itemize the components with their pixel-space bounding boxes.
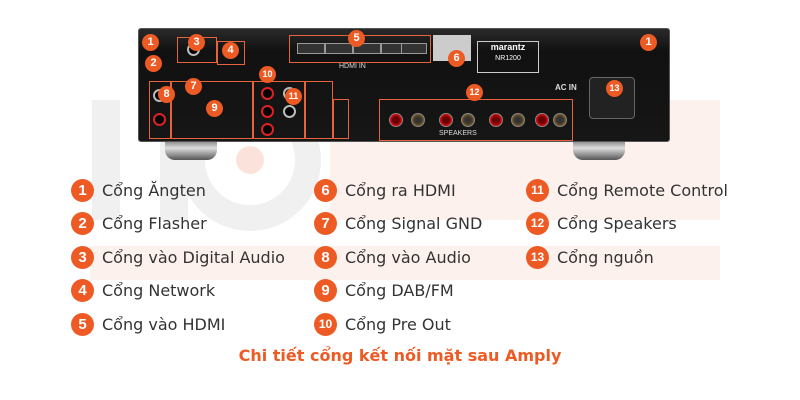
legend-item: 11 Cổng Remote Control bbox=[526, 179, 728, 202]
rca-jack bbox=[153, 113, 166, 126]
marker: 11 bbox=[285, 88, 302, 105]
speaker-post bbox=[535, 113, 549, 127]
speaker-post bbox=[439, 113, 453, 127]
speaker-post bbox=[489, 113, 503, 127]
remote-control-panel bbox=[333, 99, 349, 139]
legend-label: Cổng Ăngten bbox=[102, 181, 206, 200]
legend-label: Cổng Signal GND bbox=[345, 214, 483, 233]
legend-item: 3 Cổng vào Digital Audio bbox=[71, 246, 285, 269]
audio-assignable-panel bbox=[253, 81, 305, 139]
legend-label: Cổng Pre Out bbox=[345, 315, 451, 334]
marker: 10 bbox=[259, 66, 276, 83]
watermark-logo-bar bbox=[92, 100, 120, 220]
speaker-post bbox=[461, 113, 475, 127]
marker: 2 bbox=[145, 55, 162, 72]
legend-label: Cổng nguồn bbox=[557, 248, 654, 267]
legend-number-badge: 10 bbox=[314, 313, 337, 336]
hdmi-in-label: HDMI IN bbox=[339, 63, 366, 70]
legend-number-badge: 2 bbox=[71, 212, 94, 235]
legend-number-badge: 9 bbox=[314, 279, 337, 302]
marker: 9 bbox=[206, 100, 223, 117]
legend-item: 9 Cổng DAB/FM bbox=[314, 279, 454, 302]
legend-item: 13 Cổng nguồn bbox=[526, 246, 654, 269]
legend-item: 7 Cổng Signal GND bbox=[314, 212, 482, 235]
speakers-label: SPEAKERS bbox=[439, 130, 477, 137]
hdmi-port bbox=[297, 43, 325, 54]
legend-label: Cổng Speakers bbox=[557, 214, 677, 233]
speaker-post bbox=[511, 113, 525, 127]
legend-item: 2 Cổng Flasher bbox=[71, 212, 207, 235]
legend-number-badge: 7 bbox=[314, 212, 337, 235]
legend-label: Cổng ra HDMI bbox=[345, 181, 456, 200]
network-panel bbox=[217, 41, 245, 65]
rca-jack bbox=[261, 87, 274, 100]
model-name: NR1200 bbox=[495, 55, 521, 62]
caption: Chi tiết cổng kết nối mặt sau Amply bbox=[238, 346, 562, 365]
speaker-post bbox=[553, 113, 567, 127]
legend-label: Cổng DAB/FM bbox=[345, 281, 454, 300]
legend-item: 4 Cổng Network bbox=[71, 279, 215, 302]
watermark-tagline-band bbox=[90, 246, 720, 280]
rca-jack bbox=[283, 105, 296, 118]
legend-label: Cổng vào Audio bbox=[345, 248, 471, 267]
hdmi-port bbox=[325, 43, 353, 54]
legend-number-badge: 5 bbox=[71, 313, 94, 336]
brand-name: marantz bbox=[490, 42, 526, 52]
watermark-logo-dot bbox=[236, 146, 264, 174]
legend-number-badge: 11 bbox=[526, 179, 549, 202]
pre-out-panel bbox=[305, 81, 333, 139]
speaker-post bbox=[411, 113, 425, 127]
legend-label: Cổng Remote Control bbox=[557, 181, 728, 200]
device-foot bbox=[573, 140, 625, 160]
legend-label: Cổng vào Digital Audio bbox=[102, 248, 285, 267]
legend-item: 10 Cổng Pre Out bbox=[314, 313, 451, 336]
rca-jack bbox=[261, 105, 274, 118]
antenna-panel bbox=[171, 81, 253, 139]
legend-item: 1 Cổng Ăngten bbox=[71, 179, 206, 202]
legend-item: 6 Cổng ra HDMI bbox=[314, 179, 456, 202]
legend-number-badge: 4 bbox=[71, 279, 94, 302]
marker: 12 bbox=[466, 84, 483, 101]
legend-label: Cổng vào HDMI bbox=[102, 315, 226, 334]
marker: 1 bbox=[640, 34, 657, 51]
legend-label: Cổng Network bbox=[102, 281, 216, 300]
legend-item: 12 Cổng Speakers bbox=[526, 212, 677, 235]
legend-number-badge: 8 bbox=[314, 246, 337, 269]
legend-number-badge: 1 bbox=[71, 179, 94, 202]
rca-jack bbox=[261, 123, 274, 136]
marker: 4 bbox=[222, 42, 239, 59]
legend-item: 8 Cổng vào Audio bbox=[314, 246, 471, 269]
marker: 7 bbox=[185, 78, 202, 95]
marker: 5 bbox=[348, 30, 365, 47]
legend-number-badge: 3 bbox=[71, 246, 94, 269]
marker: 13 bbox=[606, 80, 623, 97]
legend-number-badge: 12 bbox=[526, 212, 549, 235]
audio-in-panel bbox=[149, 81, 171, 139]
hdmi-port bbox=[401, 43, 427, 54]
legend-label: Cổng Flasher bbox=[102, 214, 207, 233]
marker: 6 bbox=[448, 50, 465, 67]
marker: 1 bbox=[142, 34, 159, 51]
legend-number-badge: 6 bbox=[314, 179, 337, 202]
marker: 8 bbox=[158, 86, 175, 103]
ac-in-label: AC IN bbox=[555, 83, 577, 92]
speaker-post bbox=[389, 113, 403, 127]
device-foot bbox=[165, 140, 217, 160]
hdmi-port bbox=[353, 43, 381, 54]
legend-item: 5 Cổng vào HDMI bbox=[71, 313, 225, 336]
marker: 3 bbox=[188, 34, 205, 51]
legend-number-badge: 13 bbox=[526, 246, 549, 269]
